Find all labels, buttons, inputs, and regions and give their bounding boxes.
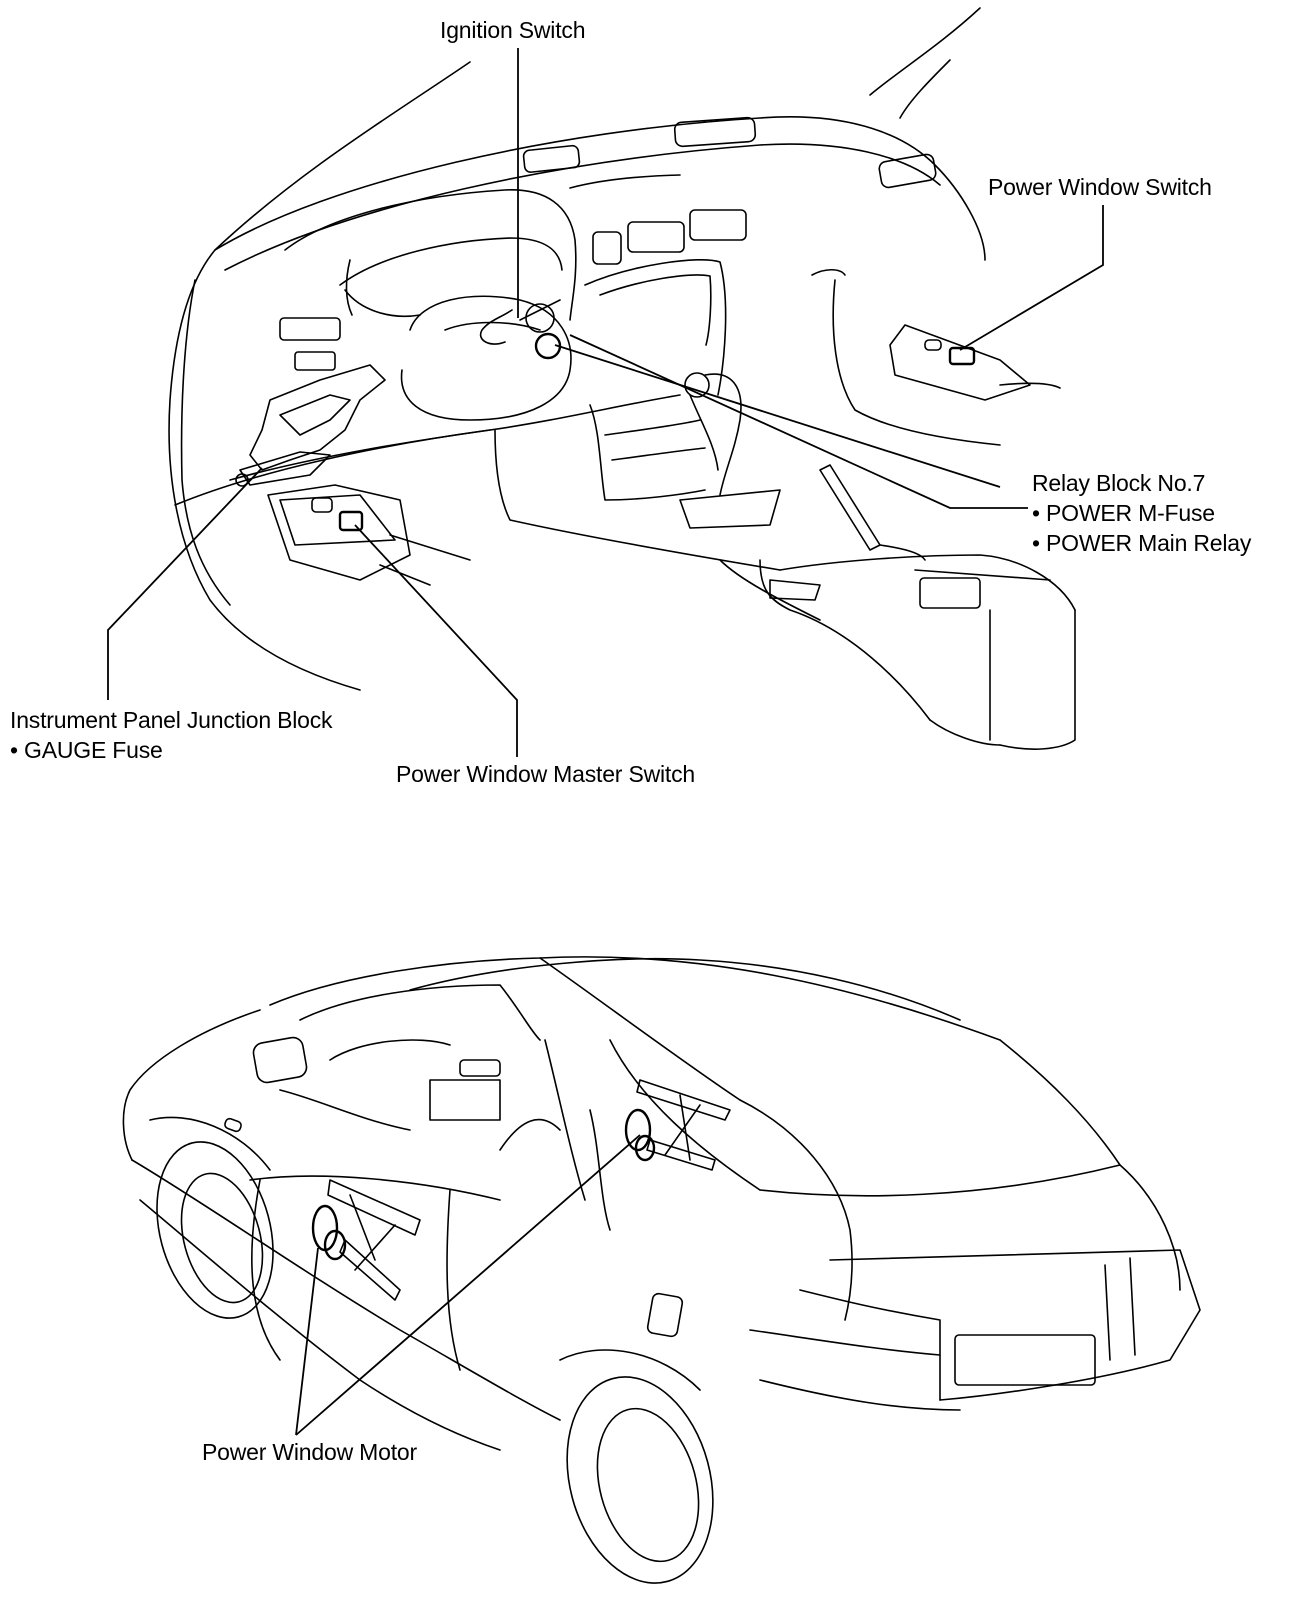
ignition-switch-label: Ignition Switch [440, 15, 586, 45]
dashboard-illustration [107, 7, 1104, 757]
junction-block-title: Instrument Panel Junction Block [10, 707, 333, 733]
power-window-switch-text: Power Window Switch [988, 174, 1212, 200]
relay-block-item: • POWER Main Relay [1032, 530, 1252, 556]
relay-block-title: Relay Block No.7 [1032, 470, 1206, 496]
relay-block-item: • POWER M-Fuse [1032, 500, 1215, 526]
master-switch-text: Power Window Master Switch [396, 761, 695, 787]
power-window-switch-label: Power Window Switch [988, 172, 1212, 202]
junction-block-label: Instrument Panel Junction Block • GAUGE … [10, 705, 333, 765]
junction-block-item: • GAUGE Fuse [10, 737, 163, 763]
ignition-switch-text: Ignition Switch [440, 17, 586, 43]
window-motor-text: Power Window Motor [202, 1439, 417, 1465]
master-switch-label: Power Window Master Switch [396, 759, 695, 789]
relay-block-label: Relay Block No.7 • POWER M-Fuse • POWER … [1032, 468, 1251, 558]
vehicle-illustration [122, 956, 1201, 1584]
window-motor-label: Power Window Motor [202, 1437, 417, 1467]
